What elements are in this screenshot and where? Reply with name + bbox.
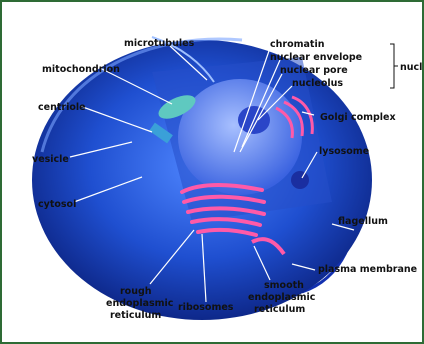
label-golgi-complex: Golgi complex xyxy=(320,112,396,123)
label-lysosome: lysosome xyxy=(319,146,369,157)
nucleus-shape xyxy=(178,79,302,195)
label-vesicle: vesicle xyxy=(32,154,69,165)
label-microtubules: microtubules xyxy=(124,38,195,49)
label-smooth-er-line3: reticulum xyxy=(254,304,305,315)
lysosome-shape xyxy=(291,171,309,189)
label-ribosomes: ribosomes xyxy=(178,302,234,313)
label-nuclear-envelope: nuclear envelope xyxy=(270,52,362,63)
label-chromatin: chromatin xyxy=(270,39,325,50)
label-flagellum: flagellum xyxy=(338,216,388,227)
label-nucleus: nucl xyxy=(400,62,422,73)
label-plasma-membrane: plasma membrane xyxy=(318,264,417,275)
label-rough-er-line2: endoplasmic xyxy=(106,298,173,309)
label-nuclear-pore: nuclear pore xyxy=(280,65,348,76)
label-mitochondrion: mitochondrion xyxy=(42,64,120,75)
label-smooth-er-line2: endoplasmic xyxy=(248,292,315,303)
label-rough-er-line3: reticulum xyxy=(110,310,161,321)
label-cytosol: cytosol xyxy=(38,199,76,210)
label-nucleolus: nucleolus xyxy=(292,78,343,89)
nucleus-bracket xyxy=(390,44,398,88)
label-centriole: centriole xyxy=(38,102,86,113)
label-rough-er-line1: rough xyxy=(120,286,152,297)
label-smooth-er-line1: smooth xyxy=(264,280,304,291)
